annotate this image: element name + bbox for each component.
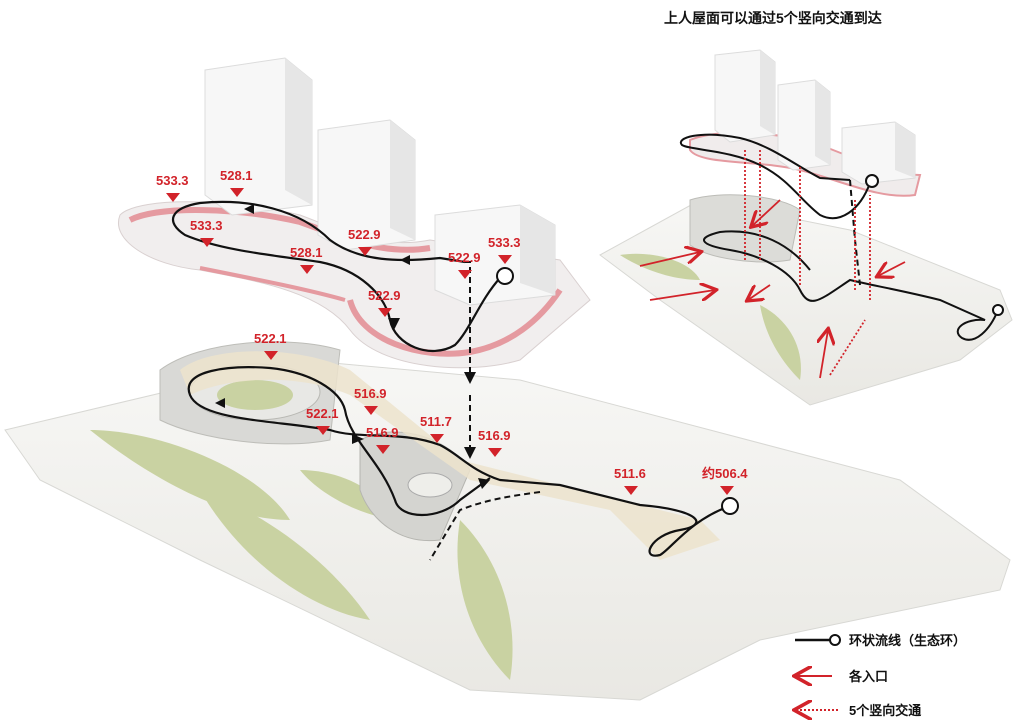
inset-tower-2	[777, 79, 831, 171]
loop-end-node	[721, 497, 739, 515]
legend-loop-label: 环状流线（生态环）	[849, 633, 966, 648]
inset-lower-loop	[703, 230, 999, 341]
elevation-marker: 约506.4	[702, 466, 748, 495]
elevation-label: 528.1	[220, 168, 253, 183]
green-area	[90, 430, 290, 520]
left-site-plan: 533.3 528.1 533.3 528.1 522.9 522.9 533.…	[4, 57, 1011, 701]
elevation-marker: 522.9	[368, 288, 401, 317]
legend-item-entrance: 各入口	[796, 669, 888, 684]
elevation-marker: 528.1	[220, 168, 253, 197]
elevation-label: 516.9	[478, 428, 511, 443]
inset-entrance-arrows	[639, 199, 906, 379]
green-area	[457, 520, 513, 680]
elevation-label: 516.9	[366, 425, 399, 440]
arrow-head	[400, 255, 410, 265]
elevation-marker: 533.3	[190, 218, 223, 247]
round-building-core	[407, 472, 453, 498]
inset-tower-3	[841, 121, 916, 185]
inset-green-area	[620, 253, 700, 280]
inset-vertical-circulation	[744, 150, 871, 376]
inset-site-base	[599, 199, 1013, 406]
elevation-marker: 528.1	[290, 245, 323, 274]
arrow-head	[388, 318, 400, 330]
right-inset-diagram	[599, 49, 1013, 406]
elevation-label: 约506.4	[702, 466, 748, 481]
elevation-marker: 522.1	[306, 406, 339, 435]
elevation-marker: 533.3	[488, 235, 521, 264]
inset-green-area	[760, 305, 801, 380]
elevation-label: 522.1	[306, 406, 339, 421]
running-track	[199, 266, 346, 302]
elevation-label: 533.3	[156, 173, 189, 188]
arrow-head	[352, 434, 364, 444]
green-area	[200, 490, 370, 620]
site-base	[4, 359, 1011, 701]
inset-podium	[689, 194, 801, 263]
legend: 环状流线（生态环） 各入口 5个竖向交通	[795, 633, 966, 718]
elevation-label: 511.6	[614, 466, 646, 481]
elevation-label: 528.1	[290, 245, 323, 260]
dashed-connection	[429, 491, 541, 561]
inset-loop-end-node	[992, 304, 1004, 316]
arrow-head	[464, 447, 476, 459]
loop-start-node	[496, 267, 514, 285]
legend-item-vertical: 5个竖向交通	[796, 703, 921, 718]
elevation-marker: 516.9	[366, 425, 399, 454]
inset-loop-node	[865, 174, 879, 188]
running-track	[128, 207, 431, 253]
elevation-label: 522.9	[368, 288, 401, 303]
elevation-marker: 511.7	[420, 414, 452, 443]
elevation-label: 522.1	[254, 331, 287, 346]
elevation-label: 522.9	[348, 227, 381, 242]
legend-vertical-label: 5个竖向交通	[849, 703, 921, 718]
legend-item-loop: 环状流线（生态环）	[795, 633, 966, 648]
arrow-head	[244, 204, 254, 214]
inset-upper-loop	[679, 133, 871, 220]
arrow-head	[478, 478, 490, 489]
tower-3	[434, 204, 556, 306]
upper-loop-line	[172, 200, 501, 353]
elevation-marker: 516.9	[478, 428, 511, 457]
elevation-marker: 516.9	[354, 386, 387, 415]
legend-entrance-label: 各入口	[848, 669, 888, 684]
walkway-band	[180, 351, 720, 560]
elevation-marker: 533.3	[156, 173, 189, 202]
elevation-marker: 522.9	[448, 250, 481, 279]
inset-title: 上人屋面可以通过5个竖向交通到达	[664, 10, 882, 26]
vertical-link-dashed	[465, 261, 471, 380]
inset-tower-1	[714, 49, 776, 143]
courtyard-green	[217, 380, 293, 410]
elevation-label: 533.3	[488, 235, 521, 250]
elevation-marker: 511.6	[614, 466, 646, 495]
elevation-label: 511.7	[420, 414, 452, 429]
tower-2	[317, 119, 416, 251]
elevation-marker: 522.1	[254, 331, 287, 360]
elevation-label: 516.9	[354, 386, 387, 401]
tower-1	[204, 57, 313, 216]
elevation-marker: 522.9	[348, 227, 381, 256]
arrow-head	[464, 372, 476, 384]
arrow-head	[215, 398, 225, 408]
elevation-label: 522.9	[448, 250, 481, 265]
elevation-label: 533.3	[190, 218, 223, 233]
